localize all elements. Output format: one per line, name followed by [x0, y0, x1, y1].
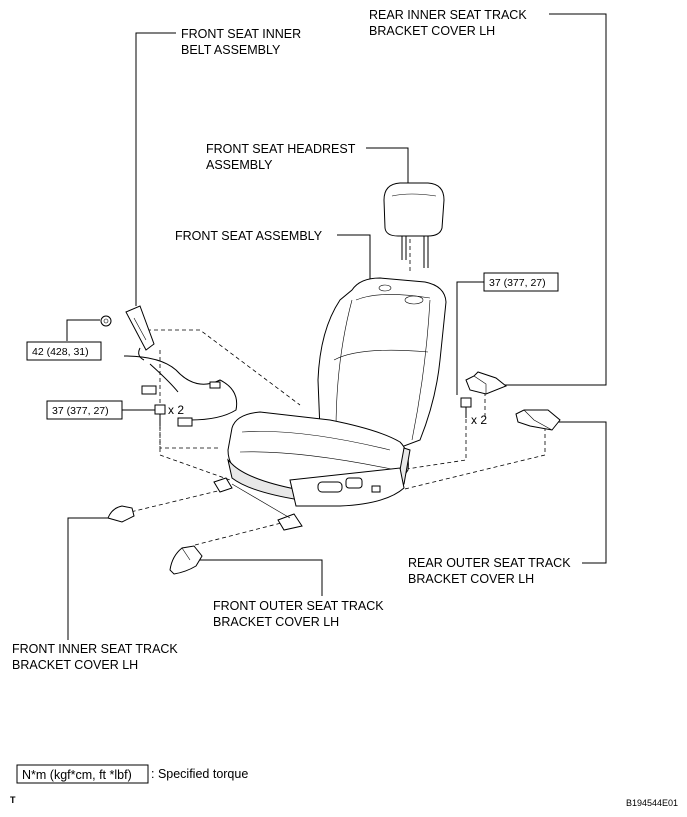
front-outer-cover-part [169, 545, 203, 575]
legend-description: : Specified torque [151, 767, 248, 781]
assembly-guide-lines [117, 183, 546, 546]
torque-value-rear-bolts: 37 (377, 27) [489, 277, 546, 289]
label-headrest-l2: ASSEMBLY [206, 158, 273, 172]
label-seat-assembly: FRONT SEAT ASSEMBLY [175, 229, 323, 243]
label-rear-outer-cover-l1: REAR OUTER SEAT TRACK [408, 556, 571, 570]
rear-inner-cover-part [465, 371, 507, 395]
leader-torque-rear-bolts [456, 281, 484, 395]
inner-belt-part [123, 305, 238, 427]
multiplier-rear-bolts: x 2 [471, 413, 487, 427]
leader-seat-assembly [337, 234, 371, 282]
leader-rear-inner-cover [497, 13, 607, 386]
label-rear-inner-cover-l2: BRACKET COVER LH [369, 24, 495, 38]
legend-unit-box: N*m (kgf*cm, ft *lbf) [22, 768, 132, 782]
torque-legend: N*m (kgf*cm, ft *lbf) : Specified torque [16, 764, 248, 784]
label-front-inner-cover-l2: BRACKET COVER LH [12, 658, 138, 672]
label-front-outer-cover-l1: FRONT OUTER SEAT TRACK [213, 599, 384, 613]
label-front-inner-cover-l1: FRONT INNER SEAT TRACK [12, 642, 178, 656]
rear-track-bolt [460, 397, 472, 418]
torque-box-belt: 42 (428, 31) [26, 341, 102, 361]
label-rear-outer-cover-l2: BRACKET COVER LH [408, 572, 534, 586]
figure-code: B194544E01 [626, 798, 678, 808]
label-headrest-l1: FRONT SEAT HEADREST [206, 142, 356, 156]
leader-torque-belt [66, 319, 100, 341]
torque-value-belt: 42 (428, 31) [32, 346, 89, 358]
label-front-seat-inner-belt-l1: FRONT SEAT INNER [181, 27, 301, 41]
multiplier-front-bolts: x 2 [168, 403, 184, 417]
rear-outer-cover-part [515, 409, 561, 431]
label-front-outer-cover-l2: BRACKET COVER LH [213, 615, 339, 629]
leader-rear-outer-cover [555, 421, 607, 564]
label-front-seat-inner-belt-l2: BELT ASSEMBLY [181, 43, 281, 57]
front-track-bolt [154, 404, 166, 426]
torque-box-front-bolts: 37 (377, 27) [46, 400, 123, 420]
belt-anchor-nut [100, 315, 112, 327]
footer-left-mark: T [10, 795, 16, 805]
leader-inner-belt [135, 32, 176, 306]
front-inner-cover-part [107, 505, 135, 523]
label-rear-inner-cover-l1: REAR INNER SEAT TRACK [369, 8, 527, 22]
torque-value-front-bolts: 37 (377, 27) [52, 405, 109, 417]
leader-front-inner-cover [67, 517, 110, 640]
leader-front-outer-cover [200, 559, 323, 596]
headrest-part [383, 182, 445, 268]
seat-assembly-part [213, 277, 447, 531]
torque-box-rear-bolts: 37 (377, 27) [483, 272, 559, 292]
leader-headrest [366, 147, 409, 183]
